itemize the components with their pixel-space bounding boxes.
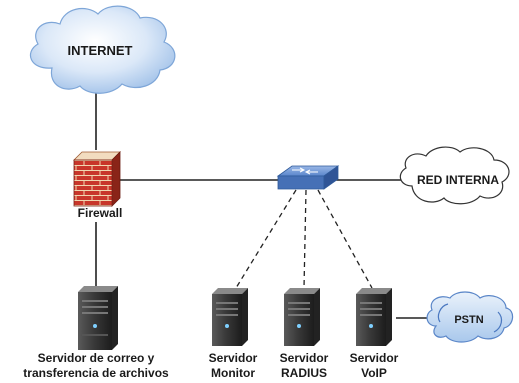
server-icon (284, 288, 320, 346)
server-voip-label-line1: Servidor (350, 351, 399, 365)
internet-cloud[interactable]: INTERNET (29, 5, 176, 94)
switch-icon (276, 165, 340, 190)
links (95, 88, 430, 319)
server-radius-label-line2: RADIUS (281, 366, 327, 380)
server-voip[interactable]: Servidor VoIP (350, 288, 399, 380)
server-monitor[interactable]: Servidor Monitor (209, 288, 258, 380)
red-interna-label: RED INTERNA (417, 173, 499, 187)
server-voip-label-line2: VoIP (361, 366, 387, 380)
pstn-cloud[interactable]: PSTN (426, 291, 514, 343)
firewall-icon (73, 151, 121, 207)
server-icon (212, 288, 248, 346)
server-monitor-label-line1: Servidor (209, 351, 258, 365)
firewall-node[interactable]: Firewall (73, 151, 123, 220)
cloud-icon (426, 291, 514, 343)
link-switch-voip[interactable] (317, 189, 373, 289)
server-mail-label-line2: transferencia de archivos (23, 366, 169, 380)
server-monitor-label-line2: Monitor (211, 366, 255, 380)
server-mail-label-line1: Servidor de correo y (38, 351, 155, 365)
firewall-label: Firewall (78, 206, 123, 220)
server-icon (78, 286, 118, 350)
server-icon (356, 288, 392, 346)
server-mail[interactable]: Servidor de correo y transferencia de ar… (23, 286, 169, 380)
cloud-icon (399, 146, 510, 205)
server-radius[interactable]: Servidor RADIUS (280, 288, 329, 380)
server-radius-label-line1: Servidor (280, 351, 329, 365)
internet-label: INTERNET (68, 43, 133, 58)
pstn-label: PSTN (454, 314, 483, 326)
red-interna-cloud[interactable]: RED INTERNA (399, 146, 510, 205)
switch-node[interactable] (276, 165, 340, 190)
link-switch-radius[interactable] (303, 189, 307, 289)
cloud-icon (29, 5, 176, 94)
link-switch-monitor[interactable] (235, 189, 297, 289)
